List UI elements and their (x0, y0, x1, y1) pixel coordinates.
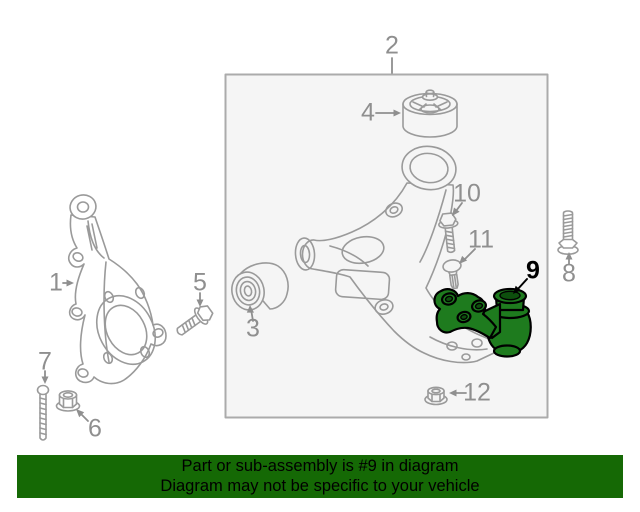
callout-4: 4 (361, 98, 375, 127)
callout-7: 7 (38, 347, 52, 376)
callout-arrows (41, 57, 573, 422)
callout-2: 2 (385, 31, 399, 60)
ball-joint-highlighted-drawing (433, 287, 532, 358)
callout-1: 1 (49, 268, 63, 297)
callout-5: 5 (193, 268, 207, 297)
stud-7-drawing (36, 384, 50, 441)
rear-bushing-drawing (402, 89, 458, 138)
availability-banner: Part or sub-assembly is #9 in diagram Di… (17, 455, 623, 498)
bolt-5-drawing (176, 305, 214, 336)
callout-12: 12 (463, 378, 491, 407)
screw-11-drawing (442, 259, 462, 290)
callout-10: 10 (453, 179, 481, 208)
callout-3: 3 (246, 314, 260, 343)
callout-8: 8 (562, 259, 576, 288)
nut-12-drawing (424, 386, 448, 406)
steering-knuckle-drawing (68, 194, 167, 385)
callout-9-highlighted: 9 (526, 256, 540, 285)
bolt-10-drawing (438, 212, 459, 254)
nut-6-drawing (55, 390, 81, 412)
bolt-8-drawing (557, 210, 579, 255)
callout-11: 11 (468, 225, 494, 254)
banner-line2: Diagram may not be specific to your vehi… (160, 476, 480, 495)
banner-line1: Part or sub-assembly is #9 in diagram (181, 457, 459, 475)
callout-6: 6 (88, 414, 102, 443)
